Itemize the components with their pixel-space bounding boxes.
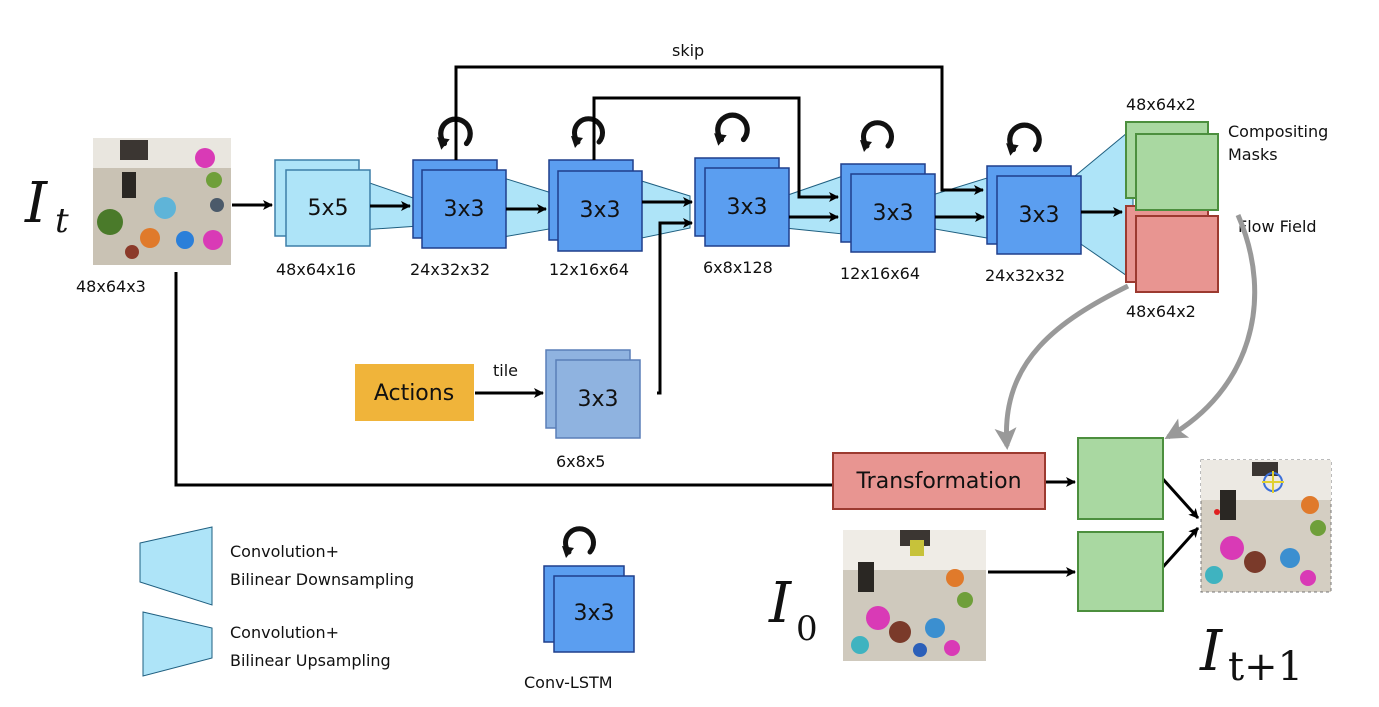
block-size-label: 6x8x128 xyxy=(703,258,773,277)
masks-size-label: 48x64x2 xyxy=(1126,95,1196,114)
input-frame-it xyxy=(93,138,231,265)
block-size-label: 48x64x16 xyxy=(276,260,356,279)
block-kernel-label: 3x3 xyxy=(577,387,618,412)
masked-first-frame-box xyxy=(1077,531,1164,612)
compositing-masks-block xyxy=(1125,121,1219,211)
block-kernel-label: 3x3 xyxy=(726,195,767,220)
svg-text:t+1: t+1 xyxy=(1228,644,1303,690)
actions-label: Actions xyxy=(374,381,454,406)
block-kernel-label: 3x3 xyxy=(872,201,913,226)
block-size-label: 12x16x64 xyxy=(840,264,920,283)
conv-lstm-block-1: 3x3 xyxy=(412,119,507,249)
block-kernel-label: 5x5 xyxy=(307,196,348,221)
block-kernel-label: 3x3 xyxy=(1018,203,1059,228)
skip-label: skip xyxy=(672,41,704,60)
block-kernel-label: 3x3 xyxy=(579,198,620,223)
conv-lstm-block-2: 3x3 xyxy=(548,119,643,252)
actions-box xyxy=(355,364,474,421)
first-frame-i0 xyxy=(843,530,986,661)
first-frame-label: I 0 xyxy=(768,571,818,649)
block-size-label: 24x32x32 xyxy=(410,260,490,279)
recurrent-loop-icon xyxy=(562,529,594,558)
recurrent-loop-icon xyxy=(437,119,470,150)
legend-lstm-label: Conv-LSTM xyxy=(524,673,613,692)
input-size-label: 48x64x3 xyxy=(76,277,146,296)
svg-text:I: I xyxy=(24,171,49,236)
masked-transform-box xyxy=(1077,437,1164,520)
upsampling-legend-icon xyxy=(142,611,213,677)
svg-text:I: I xyxy=(1199,619,1224,684)
legend-down-line1: Convolution+ xyxy=(230,542,339,561)
block-kernel-label: 3x3 xyxy=(443,197,484,222)
legend-up-line1: Convolution+ xyxy=(230,623,339,642)
flow-field-block xyxy=(1125,205,1219,293)
transformation-label: Transformation xyxy=(855,469,1021,494)
conv-lstm-block-3: 3x3 xyxy=(694,115,790,247)
flow-size-label: 48x64x2 xyxy=(1126,302,1196,321)
tile-label: tile xyxy=(493,361,518,380)
masks-label-line1: Compositing xyxy=(1228,122,1328,141)
flow-field-label: Flow Field xyxy=(1238,217,1317,236)
recurrent-loop-icon xyxy=(571,119,603,148)
svg-text:t: t xyxy=(55,201,69,241)
action-conv-block: 3x3 xyxy=(545,349,641,439)
downsampling-legend-icon xyxy=(139,526,213,606)
recurrent-loop-icon xyxy=(714,115,747,146)
legend: Convolution+ Bilinear Downsampling Convo… xyxy=(139,526,635,692)
legend-down-line2: Bilinear Downsampling xyxy=(230,570,414,589)
skip-connections xyxy=(454,65,984,202)
output-flow-arrows xyxy=(994,214,1258,450)
block-size-label: 12x16x64 xyxy=(549,260,629,279)
predicted-frame xyxy=(1200,459,1332,593)
input-label-it: I t xyxy=(24,171,69,241)
svg-text:0: 0 xyxy=(796,609,818,649)
forward-arrows xyxy=(174,197,1200,577)
recurrent-loop-icon xyxy=(860,123,892,152)
svg-text:I: I xyxy=(768,571,793,636)
prediction-label: I t+1 xyxy=(1199,619,1303,690)
legend-lstm-kernel: 3x3 xyxy=(573,601,614,626)
block-5x5: 5x5 xyxy=(274,159,371,247)
action-size-label: 6x8x5 xyxy=(556,452,605,471)
transformation-box xyxy=(832,452,1046,510)
legend-up-line2: Bilinear Upsampling xyxy=(230,651,391,670)
masks-label-line2: Masks xyxy=(1228,145,1278,164)
block-size-label: 24x32x32 xyxy=(985,266,1065,285)
conv-lstm-block-5: 3x3 xyxy=(986,125,1082,255)
recurrent-loop-icon xyxy=(1006,125,1039,156)
conv-lstm-block-4: 3x3 xyxy=(840,123,936,253)
